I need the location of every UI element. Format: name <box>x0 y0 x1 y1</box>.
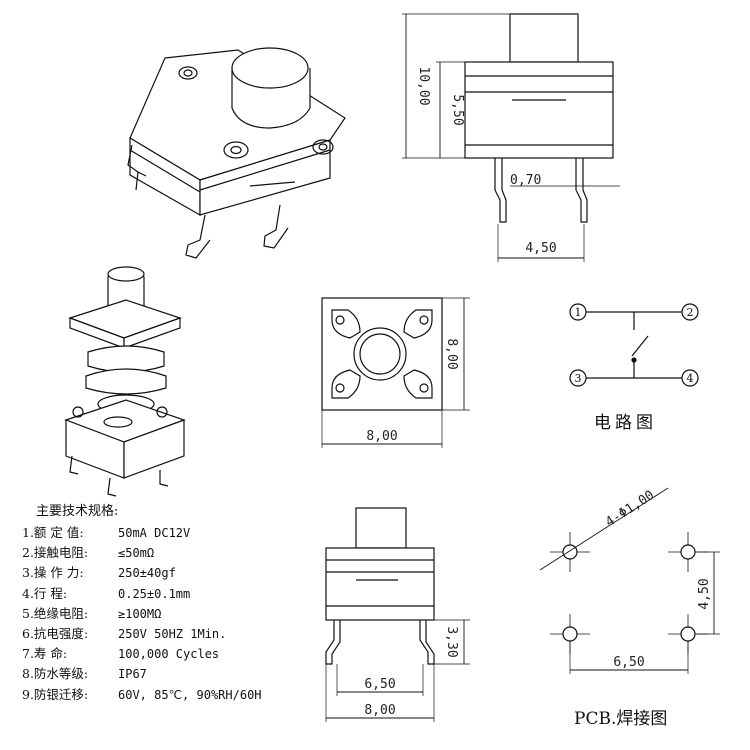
spec-value: ≤50mΩ <box>118 546 155 561</box>
spec-row: 8.防水等级: IP67 <box>22 664 262 684</box>
front-view <box>325 507 470 722</box>
terminal-2-marker <box>681 303 699 321</box>
spec-value: 100,000 Cycles <box>118 647 220 662</box>
top-view <box>321 297 470 448</box>
dim-pcb-horizontal-spacing: 6,50 <box>613 655 644 670</box>
dim-pcb-vertical-spacing: 4,50 <box>697 578 712 609</box>
spec-value: 50mA DC12V <box>118 526 191 540</box>
pcb-hole <box>562 626 578 642</box>
dim-pin-width: 0,70 <box>510 173 541 188</box>
spec-label: 3.操 作 力: <box>22 565 84 581</box>
specs-list: 1.额 定 值: 50mA DC12V 2.接触电阻: ≤50mΩ 3.操 作 力:… <box>22 523 262 705</box>
circuit-caption: 电路图 <box>594 413 657 433</box>
spec-label: 1.额 定 值: <box>22 525 84 540</box>
terminal-3-label: 3 <box>575 372 582 385</box>
terminal-4-label: 4 <box>687 372 694 385</box>
spec-value: 60V, 85℃, 90%RH/60H <box>118 687 262 702</box>
exploded-switch-view <box>64 266 186 497</box>
spec-value: IP67 <box>118 667 147 682</box>
side-view <box>402 13 620 262</box>
spec-row: 6.抗电强度: 250V 50HZ 1Min. <box>22 624 262 644</box>
dim-top-height: 8,00 <box>444 338 459 369</box>
spec-row: 5.绝缘电阻: ≥100MΩ <box>22 604 262 624</box>
isometric-switch-view <box>127 47 346 259</box>
spec-label: 5.绝缘电阻: <box>22 605 89 621</box>
dim-top-width: 8,00 <box>366 429 397 444</box>
terminal-2-label: 2 <box>687 306 694 319</box>
dim-pin-spacing: 4,50 <box>525 241 556 256</box>
spec-row: 4.行 程: 0.25±0.1mm <box>22 584 262 604</box>
dim-side-total-height: 10,00 <box>416 66 431 105</box>
dim-front-pin-height: 3,30 <box>444 626 459 657</box>
terminal-4-marker <box>681 369 699 387</box>
specs-title: 主要技术规格: <box>36 504 119 519</box>
dim-front-width: 8,00 <box>364 703 395 718</box>
pcb-layout <box>539 487 720 674</box>
spec-row: 3.操 作 力: 250±40gf <box>22 563 262 583</box>
spec-row: 7.寿 命: 100,000 Cycles <box>22 644 262 664</box>
spec-label: 2.接触电阻: <box>22 545 89 561</box>
pcb-hole <box>562 544 578 560</box>
dim-front-pin-spacing: 6,50 <box>364 677 395 692</box>
pcb-caption: PCB.焊接图 <box>574 709 668 729</box>
terminal-1-label: 1 <box>575 306 582 319</box>
pcb-hole <box>680 626 696 642</box>
circuit-diagram <box>569 303 699 387</box>
spec-row: 2.接触电阻: ≤50mΩ <box>22 543 262 563</box>
terminal-1-marker <box>569 303 587 321</box>
spec-row: 1.额 定 值: 50mA DC12V <box>22 523 262 543</box>
spec-label: 4.行 程: <box>22 585 68 601</box>
spec-label: 7.寿 命: <box>22 646 68 662</box>
spec-value: ≥100MΩ <box>118 606 162 621</box>
spec-label: 6.抗电强度: <box>22 626 89 642</box>
terminal-3-marker <box>569 369 587 387</box>
spec-value: 250±40gf <box>118 566 176 581</box>
spec-value: 0.25±0.1mm <box>118 586 191 601</box>
pcb-hole <box>680 544 696 560</box>
dim-pcb-hole-spec: 4-Φ1,00 <box>603 488 657 530</box>
spec-row: 9.防银迁移: 60V, 85℃, 90%RH/60H <box>22 685 262 705</box>
dim-side-body-height: 5,50 <box>450 94 465 125</box>
spec-value: 250V 50HZ 1Min. <box>118 627 227 642</box>
spec-label: 8.防水等级: <box>22 666 89 682</box>
spec-label: 9.防银迁移: <box>22 686 89 702</box>
